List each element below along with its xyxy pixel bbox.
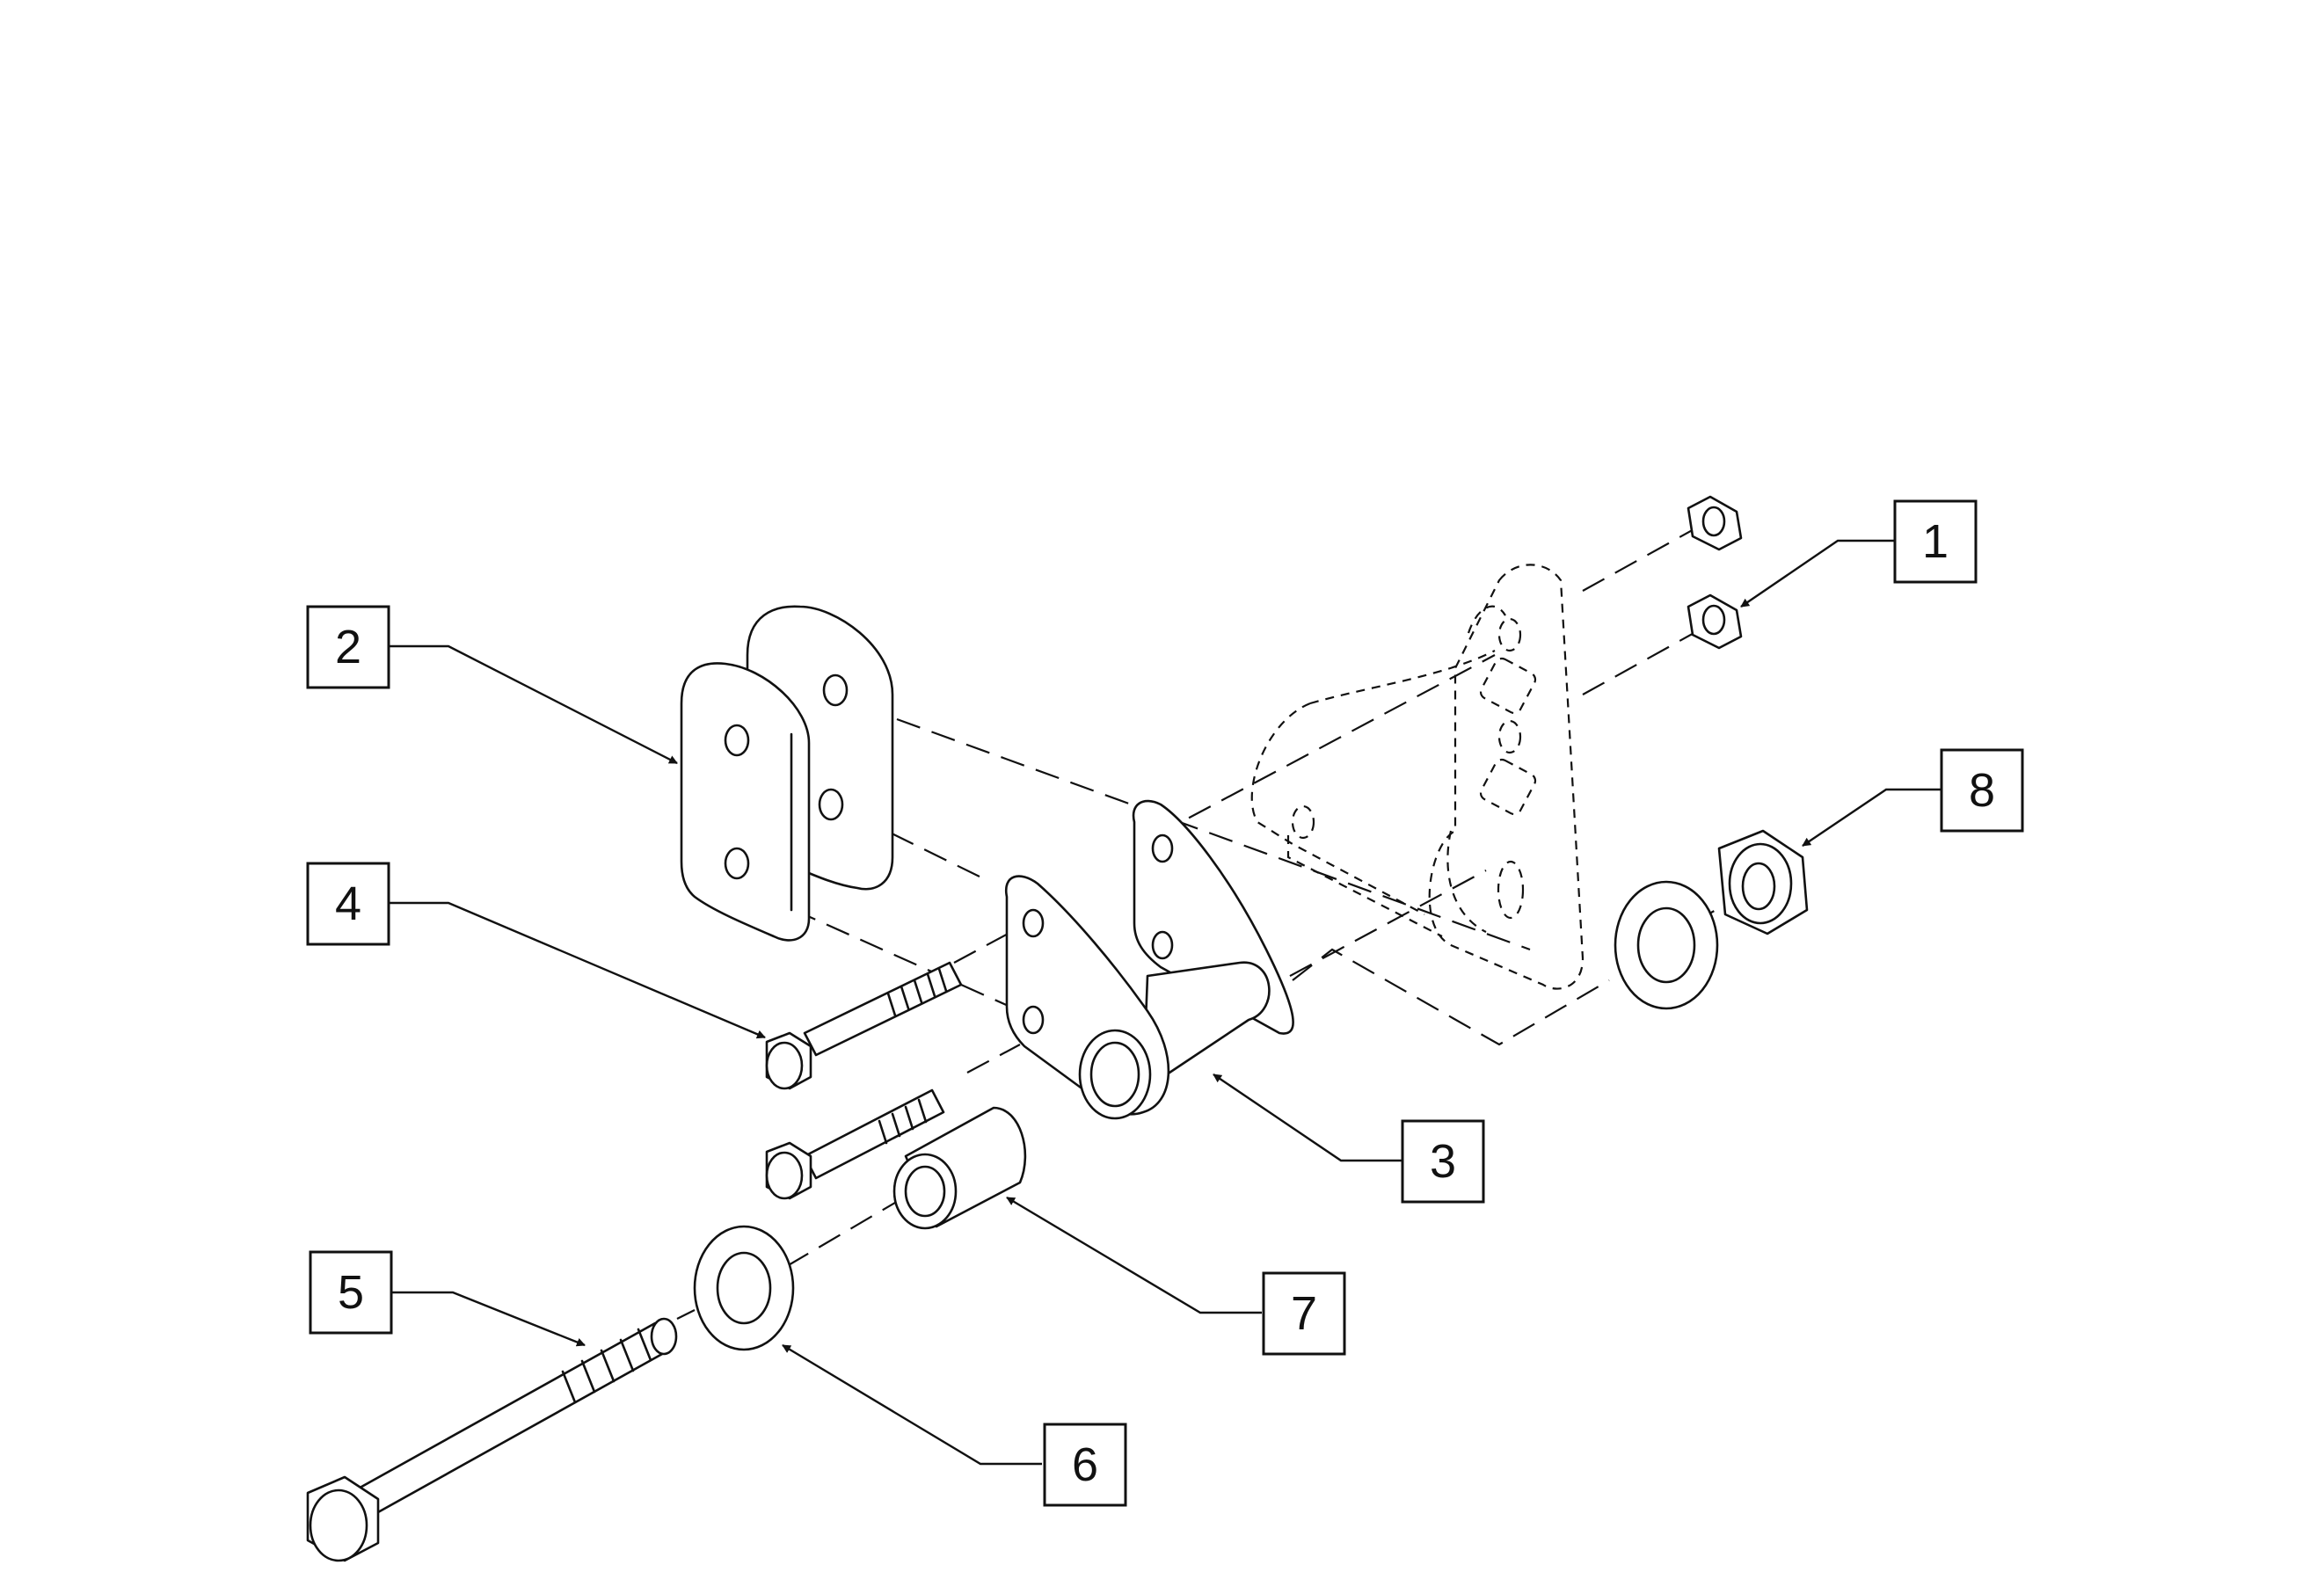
callout-4: 4 — [306, 862, 390, 946]
small-nuts — [1687, 495, 1743, 650]
callout-5: 5 — [309, 1250, 393, 1335]
callout-7-label: 7 — [1291, 1287, 1317, 1340]
long-bolt — [306, 1317, 678, 1562]
callout-2-label: 2 — [335, 621, 361, 673]
callout-3: 3 — [1401, 1119, 1485, 1204]
callout-6-label: 6 — [1072, 1438, 1098, 1491]
callout-8: 8 — [1940, 748, 2024, 833]
callout-6: 6 — [1043, 1423, 1127, 1507]
lock-nut — [1717, 829, 1809, 935]
callout-7: 7 — [1262, 1271, 1346, 1356]
leader-lines — [390, 539, 1942, 1466]
right-washer — [1614, 880, 1719, 1010]
flat-washer — [693, 1225, 795, 1351]
callout-4-label: 4 — [335, 877, 361, 930]
short-bolts — [765, 961, 963, 1200]
callout-1: 1 — [1893, 499, 1978, 584]
callout-1-label: 1 — [1922, 515, 1949, 568]
yoke-bracket — [1004, 799, 1294, 1120]
callout-8-label: 8 — [1969, 764, 1995, 817]
callout-3-label: 3 — [1430, 1135, 1456, 1188]
callout-2: 2 — [306, 605, 390, 689]
callout-5-label: 5 — [338, 1266, 364, 1319]
oblong-plates — [680, 605, 894, 942]
bushing-sleeve — [892, 1106, 1027, 1230]
ghost-mounting-bracket — [1250, 564, 1585, 990]
